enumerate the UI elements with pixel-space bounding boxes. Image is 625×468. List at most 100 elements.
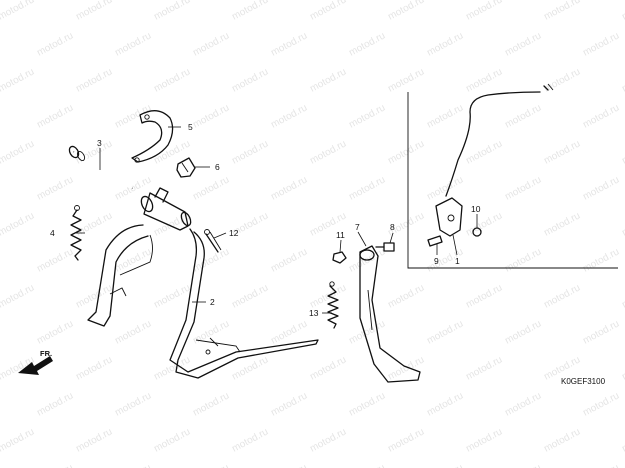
callout-8: 8 xyxy=(390,222,395,232)
watermark-text: motod.ru xyxy=(191,246,231,274)
watermark-text: motod.ru xyxy=(152,282,192,310)
watermark-text: motod.ru xyxy=(230,282,270,310)
side-stand-switch-drawing xyxy=(435,83,554,237)
rubber-stopper-drawing xyxy=(176,157,196,178)
watermark-text: motod.ru xyxy=(113,318,153,346)
callout-2: 2 xyxy=(210,297,215,307)
watermark-text: motod.ru xyxy=(191,30,231,58)
watermark-text: motod.ru xyxy=(386,138,426,166)
watermark-text: motod.ru xyxy=(581,174,621,202)
watermark-text: motod.ru xyxy=(620,0,625,23)
watermark-text: motod.ru xyxy=(191,462,231,468)
watermark-text: motod.ru xyxy=(191,174,231,202)
watermark-text: motod.ru xyxy=(503,390,543,418)
watermark-text: motod.ru xyxy=(464,138,504,166)
watermark-text: motod.ru xyxy=(152,354,192,382)
watermark-text: motod.ru xyxy=(113,246,153,274)
watermark-text: motod.ru xyxy=(35,462,75,468)
callout-5: 5 xyxy=(188,122,193,132)
watermark-text: motod.ru xyxy=(386,426,426,454)
watermark-text: motod.ru xyxy=(74,426,114,454)
watermark-text: motod.ru xyxy=(386,282,426,310)
pivot-shaft-drawing xyxy=(68,145,133,190)
callout-12: 12 xyxy=(229,228,239,238)
watermark-text: motod.ru xyxy=(464,0,504,23)
watermark-text: motod.ru xyxy=(0,0,36,23)
watermark-text: motod.ru xyxy=(230,138,270,166)
watermark-text: motod.ru xyxy=(620,282,625,310)
watermark-text: motod.ru xyxy=(542,210,582,238)
inset-frame xyxy=(407,92,618,269)
watermark-text: motod.ru xyxy=(620,354,625,382)
watermark-text: motod.ru xyxy=(581,390,621,418)
watermark-text: motod.ru xyxy=(542,282,582,310)
watermark-text: motod.ru xyxy=(269,30,309,58)
watermark-text: motod.ru xyxy=(347,102,387,130)
watermark-text: motod.ru xyxy=(542,138,582,166)
watermark-text: motod.ru xyxy=(113,30,153,58)
watermark-text: motod.ru xyxy=(269,390,309,418)
watermark-text: motod.ru xyxy=(347,30,387,58)
watermark-text: motod.ru xyxy=(503,102,543,130)
side-stand-pivot-bolt-drawing xyxy=(375,242,395,252)
watermark-text: motod.ru xyxy=(230,66,270,94)
watermark-text: motod.ru xyxy=(35,246,75,274)
main-stand-drawing xyxy=(87,187,319,379)
watermark-text: motod.ru xyxy=(308,66,348,94)
watermark-text: motod.ru xyxy=(308,354,348,382)
watermark-text: motod.ru xyxy=(308,0,348,23)
watermark-text: motod.ru xyxy=(581,102,621,130)
watermark-text: motod.ru xyxy=(113,102,153,130)
watermark-text: motod.ru xyxy=(347,462,387,468)
watermark-text: motod.ru xyxy=(308,426,348,454)
watermark-text: motod.ru xyxy=(230,0,270,23)
callout-10: 10 xyxy=(471,204,481,214)
watermark-text: motod.ru xyxy=(581,462,621,468)
watermark-text: motod.ru xyxy=(74,210,114,238)
watermark-text: motod.ru xyxy=(620,426,625,454)
watermark-text: motod.ru xyxy=(0,282,36,310)
watermark-text: motod.ru xyxy=(464,282,504,310)
watermark-text: motod.ru xyxy=(74,354,114,382)
watermark-text: motod.ru xyxy=(0,426,36,454)
stopper-plate-drawing xyxy=(131,110,174,163)
callout-3: 3 xyxy=(97,138,102,148)
watermark-text: motod.ru xyxy=(347,390,387,418)
watermark-text: motod.ru xyxy=(191,102,231,130)
side-stand-spring-drawing xyxy=(327,281,339,329)
watermark-text: motod.ru xyxy=(35,30,75,58)
watermark-text: motod.ru xyxy=(425,318,465,346)
watermark-text: motod.ru xyxy=(386,0,426,23)
watermark-text: motod.ru xyxy=(581,246,621,274)
watermark-text: motod.ru xyxy=(0,66,36,94)
watermark-text: motod.ru xyxy=(425,102,465,130)
watermark-text: motod.ru xyxy=(269,246,309,274)
callout-9: 9 xyxy=(434,256,439,266)
watermark-text: motod.ru xyxy=(581,30,621,58)
watermark-text: motod.ru xyxy=(230,426,270,454)
diagram-code: K0GEF3100 xyxy=(561,377,606,386)
watermark-text: motod.ru xyxy=(620,66,625,94)
watermark-text: motod.ru xyxy=(464,210,504,238)
watermark-text: motod.ru xyxy=(425,174,465,202)
watermark-text: motod.ru xyxy=(269,102,309,130)
front-direction-arrow-icon xyxy=(18,356,53,375)
watermark-text: motod.ru xyxy=(113,390,153,418)
leader-lines xyxy=(76,126,478,314)
watermark-text: motod.ru xyxy=(503,462,543,468)
watermark-text: motod.ru xyxy=(35,390,75,418)
watermark-text: motod.ru xyxy=(74,66,114,94)
watermark-text: motod.ru xyxy=(74,138,114,166)
watermark-text: motod.ru xyxy=(503,246,543,274)
direction-label: FR. xyxy=(40,349,52,358)
watermark-text: motod.ru xyxy=(425,462,465,468)
callout-4: 4 xyxy=(50,228,55,238)
watermark-text: motod.ru xyxy=(386,354,426,382)
watermark-text: motod.ru xyxy=(503,30,543,58)
watermark-text: motod.ru xyxy=(152,66,192,94)
main-stand-spring-drawing xyxy=(70,205,82,261)
watermark-text: motod.ru xyxy=(425,30,465,58)
watermark-text: motod.ru xyxy=(35,318,75,346)
